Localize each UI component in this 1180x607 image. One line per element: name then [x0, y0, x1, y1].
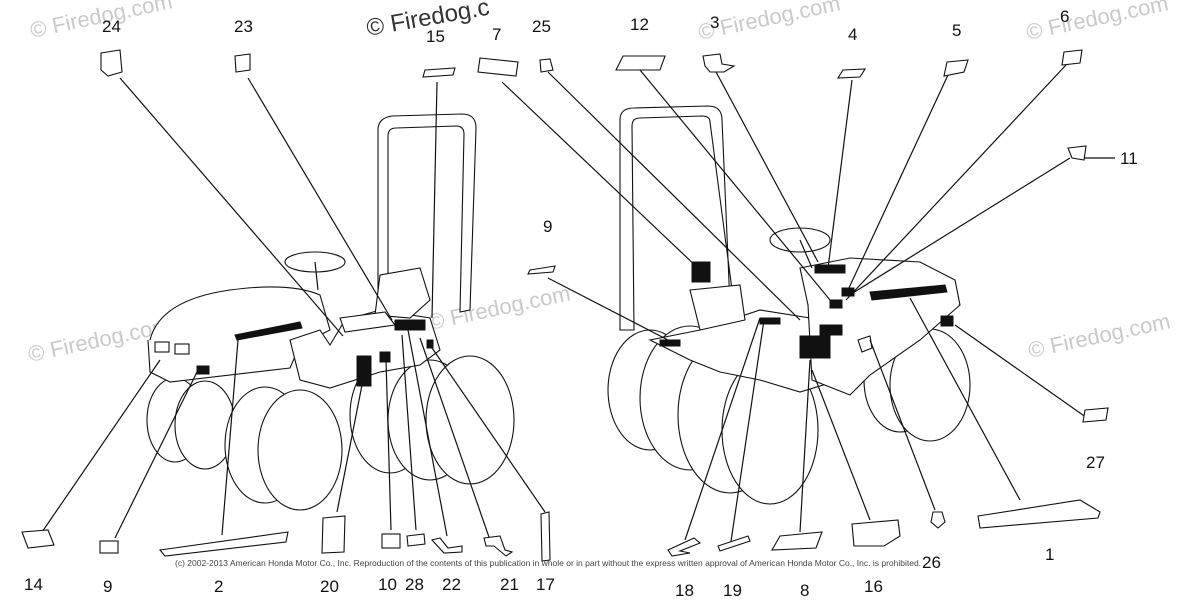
callout-8: 8: [800, 581, 809, 600]
part-18-decal: [667, 537, 702, 557]
copyright-notice: (c) 2002-2013 American Honda Motor Co., …: [175, 558, 921, 568]
callout-9-top: 9: [543, 217, 552, 236]
part-9-decal: [99, 540, 119, 554]
left-parts: [21, 49, 551, 562]
callout-2: 2: [214, 577, 223, 596]
callout-19: 19: [723, 581, 742, 600]
callout-3: 3: [710, 13, 719, 32]
part-3-decal: [702, 53, 736, 73]
callout-22: 22: [442, 575, 461, 594]
callout-26: 26: [922, 553, 941, 572]
watermark: © Firedog.com: [426, 280, 573, 335]
part-9-top-decal: [527, 265, 556, 275]
part-24-decal: [100, 49, 123, 77]
part-15-decal: [422, 67, 456, 78]
callout-7: 7: [492, 25, 501, 44]
callouts: 24 23 15 7 25 12 3 4 5 6 11 9 27 1 26 16…: [24, 7, 1138, 600]
callout-4: 4: [848, 25, 857, 44]
part-8-decal: [771, 531, 823, 551]
watermark: © Firedog.com: [1026, 308, 1173, 363]
callout-17: 17: [536, 575, 555, 594]
part-21-decal: [483, 535, 514, 557]
part-1-decal: [977, 499, 1101, 529]
callout-28: 28: [405, 575, 424, 594]
callout-18: 18: [675, 581, 694, 600]
callout-23: 23: [234, 17, 253, 36]
part-17-decal: [540, 511, 551, 562]
callout-16: 16: [864, 577, 883, 596]
right-parts: [477, 49, 1109, 557]
part-28-decal: [406, 533, 426, 547]
part-11-decal: [1067, 145, 1087, 161]
callout-12: 12: [630, 15, 649, 34]
part-10-decal: [381, 533, 401, 549]
callout-1: 1: [1045, 545, 1054, 564]
part-12-decal: [615, 55, 666, 71]
watermark: © Firedog.com: [1024, 0, 1171, 45]
part-16-decal: [851, 519, 901, 547]
left-tractor: [39, 77, 546, 541]
callout-9-bottom: 9: [103, 577, 112, 596]
callout-27: 27: [1086, 453, 1105, 472]
callout-20: 20: [320, 577, 339, 596]
part-4-decal: [836, 68, 867, 79]
part-2-decal: [158, 531, 289, 557]
part-5-decal: [943, 59, 969, 77]
part-6-decal: [1061, 49, 1083, 66]
callout-6: 6: [1060, 7, 1069, 26]
part-7-decal: [477, 57, 519, 77]
part-26-decal: [930, 511, 946, 529]
callout-10: 10: [378, 575, 397, 594]
part-27-decal: [1082, 407, 1109, 423]
callout-11: 11: [1120, 149, 1138, 168]
part-19-decal: [717, 535, 751, 552]
callout-15: 15: [426, 27, 445, 46]
callout-25: 25: [532, 17, 551, 36]
callout-14: 14: [24, 575, 43, 594]
part-20-decal: [321, 515, 346, 554]
part-23-decal: [234, 53, 251, 73]
callout-5: 5: [952, 21, 961, 40]
part-25-decal: [539, 58, 554, 73]
part-14-decal: [21, 529, 55, 549]
callout-24: 24: [102, 17, 121, 36]
part-22-decal: [430, 537, 463, 554]
callout-21: 21: [500, 575, 519, 594]
right-tractor: [501, 64, 1115, 549]
